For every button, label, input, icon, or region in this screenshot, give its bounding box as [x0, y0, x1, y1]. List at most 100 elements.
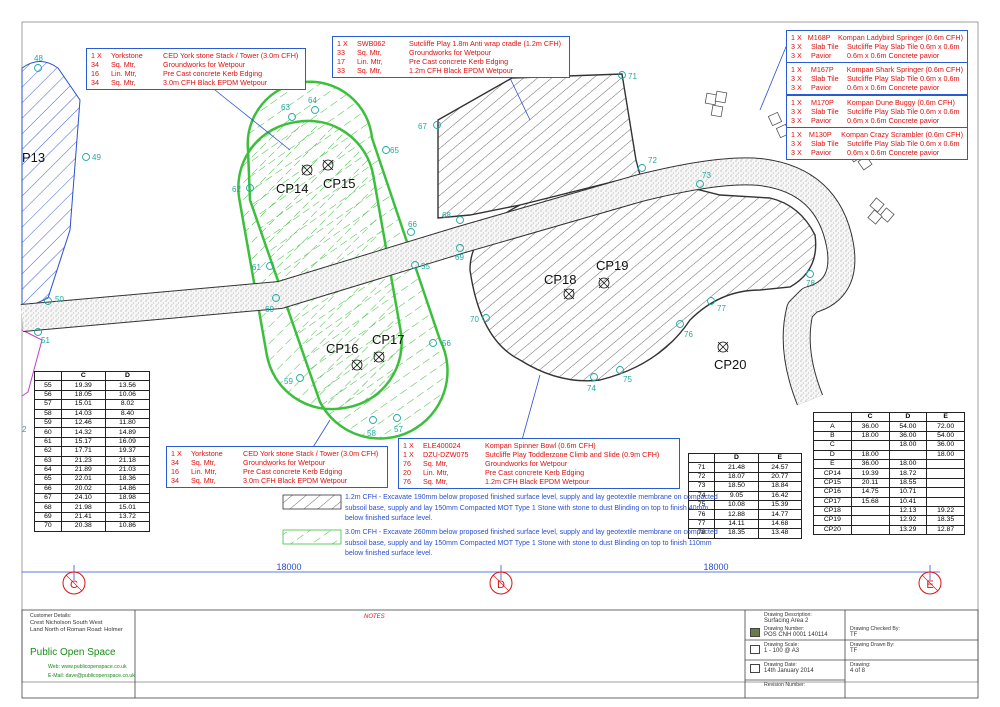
table-cell: 36.00: [850, 458, 890, 470]
table-row-key: 63: [34, 455, 62, 466]
point-73: 73: [702, 171, 711, 180]
table-cell: 18.07: [714, 471, 759, 483]
table-row-key: E: [813, 458, 852, 470]
point-75: 75: [623, 375, 632, 384]
table-cell: 21.41: [60, 511, 106, 523]
table-header-cell: D: [888, 411, 928, 423]
note-desc: 0.6m x 0.6m Concrete pavior: [847, 51, 940, 60]
table-header-cell: [34, 370, 62, 382]
note-unit: Yorkstone: [191, 449, 223, 458]
table-row-key: CP18: [813, 505, 852, 517]
table-row-key: CP17: [813, 496, 852, 507]
table-row-key: 57: [34, 399, 62, 410]
note-desc: 3.0m CFH Black EPDM Wetpour: [243, 476, 348, 485]
table-header-cell: C: [850, 411, 890, 423]
note-desc: 3.0m CFH Black EPDM Wetpour: [163, 78, 268, 87]
note-unit: Sq. Mtr,: [191, 458, 216, 467]
table-cell: 20.77: [757, 471, 803, 483]
table-cell: 18.55: [888, 477, 928, 489]
note-unit: ELE400024: [423, 441, 461, 450]
note-desc: Sutcliffe Play Slab Tile 0.6m x 0.6m: [847, 107, 960, 116]
note-qty: 1 X: [403, 450, 414, 459]
table-cell: 12.92: [888, 515, 928, 526]
note-qty: 1 X: [791, 98, 802, 107]
point-71: 71: [628, 72, 637, 81]
point-48: 48: [34, 54, 43, 63]
note-unit: M130P: [808, 130, 832, 139]
cp13-label: P13: [22, 150, 45, 165]
table-row-key: 64: [34, 464, 62, 476]
note-desc: Kompan Spinner Bowl (0.6m CFH): [485, 441, 596, 450]
table-row-key: 62: [34, 446, 62, 457]
description-label: Drawing Description:: [764, 612, 812, 618]
point-64: 64: [308, 96, 317, 105]
grid-label-c: C: [70, 579, 78, 591]
point-78: 78: [806, 279, 815, 288]
note-unit: Lin. Mtr,: [111, 69, 137, 78]
sheet-label: Drawing:: [850, 662, 871, 668]
point-61: 61: [252, 263, 261, 272]
note-unit: Pavior: [811, 51, 832, 60]
table-cell: 24.57: [757, 462, 803, 473]
note-qty: 34: [171, 458, 179, 467]
drawn-value: TF: [850, 648, 858, 654]
note-qty: 3 X: [791, 83, 802, 92]
note-desc: Kompan Crazy Scrambler (0.6m CFH): [841, 130, 963, 139]
table-header-cell: E: [757, 452, 803, 464]
table-row-key: A: [813, 421, 852, 432]
table-cell: 14.75: [850, 487, 890, 498]
table-row-key: 67: [34, 493, 62, 504]
table-cell: 14.86: [104, 483, 151, 495]
table-cell: 18.50: [714, 481, 759, 492]
table-cell: 18.00: [850, 430, 890, 442]
table-cell: 18.36: [104, 474, 151, 485]
table-cell: 54.00: [926, 430, 965, 442]
table-cell: 12.87: [926, 524, 965, 536]
note-qty: 3 X: [791, 51, 802, 60]
table-cell: 54.00: [888, 421, 928, 432]
table-cell: 12.46: [60, 417, 106, 429]
note-qty: 1 X: [791, 33, 802, 42]
sheet-value: 4 of 8: [850, 668, 866, 674]
logo-mark-1: [750, 628, 760, 637]
table-cell: 8.02: [104, 399, 151, 410]
table-cell: 21.89: [60, 464, 106, 476]
note-desc: Pre Cast concrete Kerb Edging: [163, 69, 263, 78]
table-cell: 17.71: [60, 446, 106, 457]
note-desc: Pre Cast concrete Kerb Edging: [409, 57, 509, 66]
scale-value: 1 - 100 @ A3: [764, 648, 800, 654]
point-63: 63: [281, 103, 290, 112]
table-cell: 19.39: [60, 380, 106, 391]
note-qty: 16: [171, 467, 179, 476]
blue-hatched-area: [21, 61, 81, 311]
note-qty: 33: [337, 48, 345, 57]
table-row-key: 55: [34, 380, 62, 391]
table-cell: 21.23: [60, 455, 106, 466]
table-row-key: CP16: [813, 487, 852, 498]
note-desc: CED York stone Stack / Tower (3.0m CFH): [163, 51, 299, 60]
note-desc: Groundworks for Wetpour: [243, 458, 326, 467]
legend-swatch-1-2m: [282, 494, 342, 510]
note-unit: Sq. Mtr,: [111, 60, 136, 69]
number-value: POS CNH 0001 140114: [764, 632, 828, 638]
note-desc: Groundworks for Wetpour: [485, 459, 568, 468]
note-desc: Groundworks for Wetpour: [163, 60, 246, 69]
table-cell: 15.17: [60, 436, 106, 448]
note-unit: Pavior: [811, 116, 832, 125]
sheet-border: [21, 21, 979, 683]
table-row-key: 56: [34, 389, 62, 401]
table-cell: 18.00: [888, 440, 928, 451]
table-cell: 24.10: [60, 493, 106, 504]
